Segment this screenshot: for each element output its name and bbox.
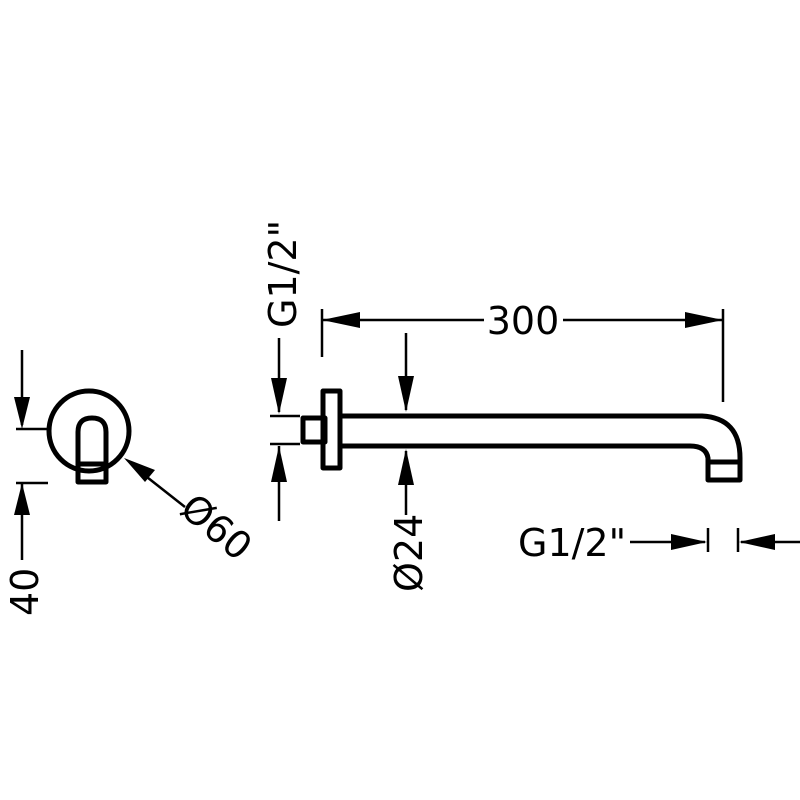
pipe-arrow-down [398,376,414,412]
length-dimension: 300 [320,299,725,402]
length-label: 300 [487,299,560,343]
depth-arrow-down [14,397,30,429]
outlet-thread-arrow-right [671,534,707,550]
arm-pipe [337,413,743,483]
flange-diameter-leader: Ø60 [124,458,260,569]
depth-dimension: 40 [3,350,48,616]
flange-leader-arrow [124,458,155,482]
wall-thread-dimension: G1/2" [261,220,305,521]
pipe-diameter-dimension: Ø24 [387,333,431,592]
flange-diameter-label: Ø60 [172,485,260,569]
wall-flange-side-view [46,388,132,485]
wall-thread-label: G1/2" [261,220,305,328]
outlet-thread-dimension: G1/2" [518,521,800,565]
wall-flange [320,388,343,471]
length-arrow-left [322,312,360,328]
wall-thread-arrow-down [271,378,287,414]
depth-label: 40 [3,568,47,616]
shower-arm-front-view [300,388,743,483]
arm-stub-profile [75,415,109,485]
length-arrow-right [685,312,723,328]
flange-circle [46,388,132,474]
pipe-diameter-label: Ø24 [387,514,431,592]
outlet-thread-label: G1/2" [518,521,626,565]
